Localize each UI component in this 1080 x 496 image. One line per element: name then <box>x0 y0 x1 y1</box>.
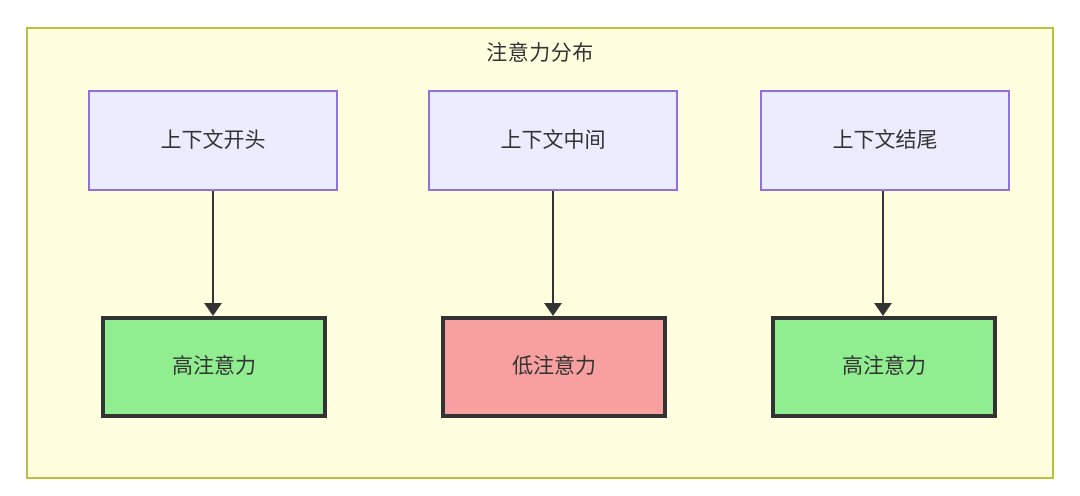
node-low-attention-middle[interactable]: 低注意力 <box>441 316 667 418</box>
node-context-start-label: 上下文开头 <box>160 128 266 152</box>
node-context-start[interactable]: 上下文开头 <box>88 90 338 191</box>
subgraph-title: 注意力分布 <box>486 42 594 65</box>
edge-context-start-to-high-attention <box>212 191 214 306</box>
node-high-attention-end[interactable]: 高注意力 <box>771 316 997 418</box>
node-low-attention-middle-label: 低注意力 <box>512 355 596 378</box>
node-context-middle-label: 上下文中间 <box>500 128 606 152</box>
node-context-end-label: 上下文结尾 <box>832 128 938 152</box>
node-context-middle[interactable]: 上下文中间 <box>428 90 678 191</box>
arrowhead-icon-column-1 <box>204 303 222 316</box>
edge-context-middle-to-low-attention <box>552 191 554 306</box>
edge-context-end-to-high-attention <box>882 191 884 306</box>
node-high-attention-start[interactable]: 高注意力 <box>101 316 327 418</box>
node-high-attention-end-label: 高注意力 <box>842 355 926 378</box>
node-context-end[interactable]: 上下文结尾 <box>760 90 1010 191</box>
node-high-attention-start-label: 高注意力 <box>172 355 256 378</box>
arrowhead-icon-column-3 <box>874 303 892 316</box>
arrowhead-icon-column-2 <box>544 303 562 316</box>
